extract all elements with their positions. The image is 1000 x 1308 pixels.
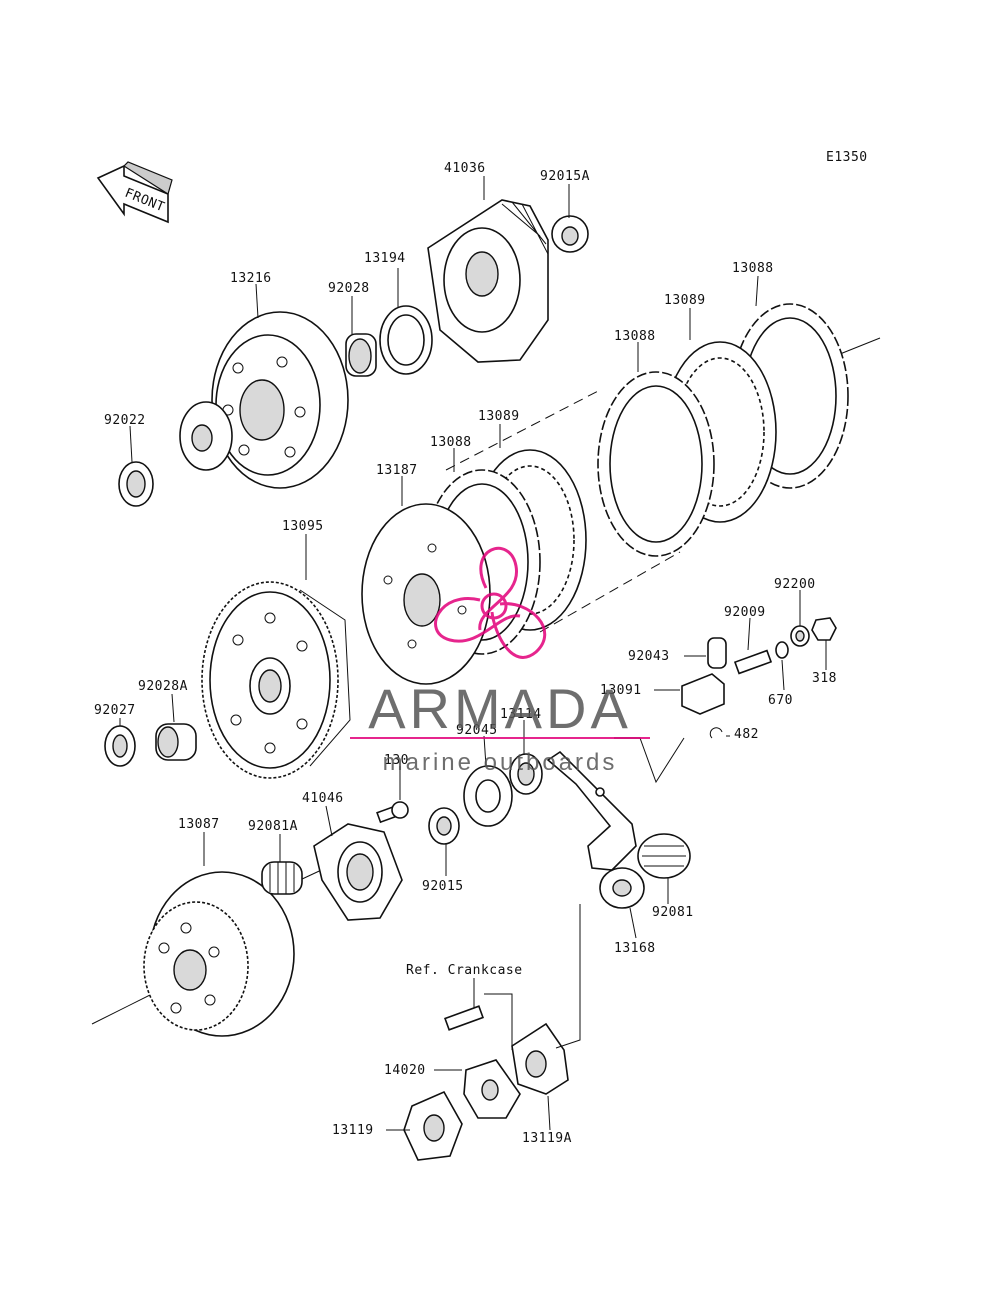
label-92028: 92028 [328, 281, 370, 296]
part-92081-spring [637, 833, 691, 879]
label-ref-crankcase: Ref. Crankcase [406, 963, 523, 978]
label-14020: 14020 [384, 1063, 426, 1078]
label-92027: 92027 [94, 703, 136, 718]
front-arrow-icon: FRONT [96, 161, 173, 224]
label-130: 130 [384, 753, 409, 768]
part-92081A-spring [261, 861, 303, 895]
label-92043: 92043 [628, 649, 670, 664]
label-41036: 41036 [444, 161, 486, 176]
label-92015A: 92015A [540, 169, 590, 184]
part-92045-bearing [463, 765, 513, 827]
label-13095: 13095 [282, 519, 324, 534]
part-13216-housing [179, 311, 349, 489]
part-13095-clutch-housing [201, 581, 351, 779]
label-92022: 92022 [104, 413, 146, 428]
label-13091: 13091 [600, 683, 642, 698]
part-14020-plate [463, 1059, 521, 1119]
watermark-tagline: marine outboards [383, 749, 618, 776]
watermark-logo-icon [434, 547, 547, 659]
part-92027-washer [104, 725, 136, 767]
label-318: 318 [812, 671, 837, 686]
label-13119A: 13119A [522, 1131, 572, 1146]
part-13087-clutch-hub [143, 871, 295, 1037]
label-13114: 13114 [500, 707, 542, 722]
label-92028A: 92028A [138, 679, 188, 694]
part-13119-cam [403, 1090, 463, 1161]
label-13088-a: 13088 [732, 261, 774, 276]
label-13119: 13119 [332, 1123, 374, 1138]
label-92045: 92045 [456, 723, 498, 738]
label-13087: 13087 [178, 817, 220, 832]
label-482: 482 [734, 727, 759, 742]
part-92043-pin [707, 637, 727, 669]
label-13187: 13187 [376, 463, 418, 478]
part-labels: 41036 92015A 13088 13089 13088 13216 131… [94, 161, 837, 1146]
label-13168: 13168 [614, 941, 656, 956]
part-92028A-bushing [155, 723, 197, 761]
part-92028-bushing [345, 333, 377, 377]
label-41046: 41046 [302, 791, 344, 806]
part-482-clip [709, 727, 723, 739]
label-92081: 92081 [652, 905, 694, 920]
label-92015: 92015 [422, 879, 464, 894]
diagram-code: E1350 [826, 150, 868, 165]
part-13088-friction-plate-mid [597, 371, 715, 557]
part-92200-washer [790, 625, 810, 647]
label-13089-a: 13089 [664, 293, 706, 308]
part-release-lever [546, 750, 637, 871]
label-13089-b: 13089 [478, 409, 520, 424]
part-13091-adjuster [681, 673, 725, 715]
part-13114-bushing [509, 753, 543, 795]
label-92081A: 92081A [248, 819, 298, 834]
watermark-brand: ARMADA [368, 677, 632, 740]
part-13119A-cam [511, 1022, 569, 1095]
part-13187-pressure-plate [361, 503, 491, 685]
watermark: ARMADA marine outboards [350, 547, 650, 776]
part-ref-crankcase-bolt [444, 1005, 484, 1031]
part-318-nut [811, 617, 837, 641]
label-92200: 92200 [774, 577, 816, 592]
part-670-o-ring [775, 641, 789, 659]
label-670: 670 [768, 693, 793, 708]
part-41046-lifter [313, 823, 403, 921]
part-92015A-nut [551, 215, 589, 253]
part-92015-nut [428, 807, 460, 845]
part-41036-shoe-assembly [427, 199, 549, 363]
label-13088-b: 13088 [614, 329, 656, 344]
part-130-bolt [376, 801, 409, 824]
part-13194-one-way-clutch [379, 305, 433, 375]
part-92009-screw [733, 649, 773, 675]
part-92022-washer [118, 461, 154, 507]
label-13194: 13194 [364, 251, 406, 266]
label-13088-c: 13088 [430, 435, 472, 450]
label-92009: 92009 [724, 605, 766, 620]
part-13168-cam [599, 867, 645, 909]
label-13216: 13216 [230, 271, 272, 286]
leader-lines [119, 176, 827, 1131]
